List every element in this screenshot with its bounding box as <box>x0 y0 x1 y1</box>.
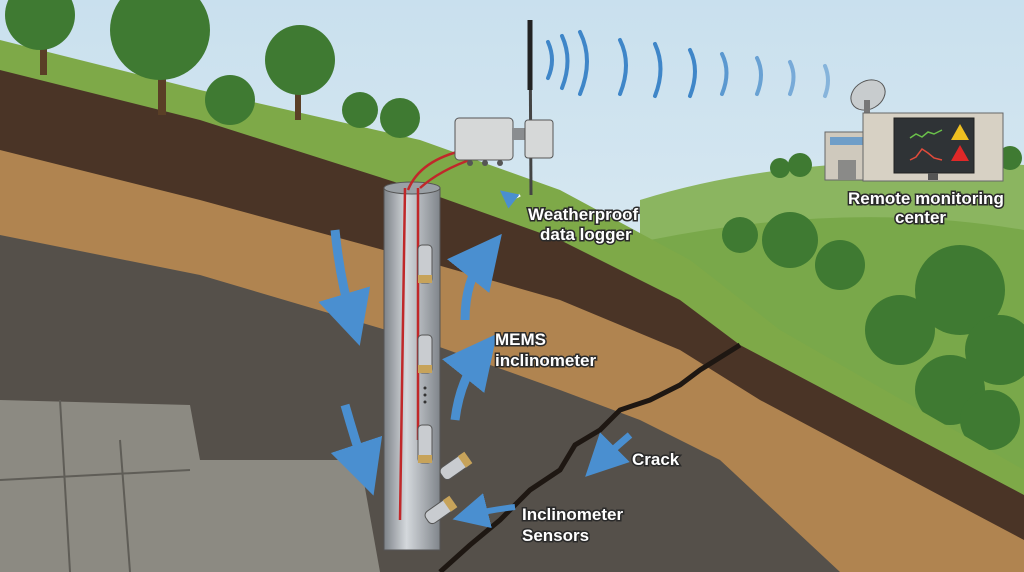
wireless-signal-icon <box>546 30 830 98</box>
trees-right <box>722 146 1024 450</box>
label-crack: Crack <box>632 450 680 469</box>
bedrock <box>0 400 380 572</box>
monitoring-center <box>824 79 1004 182</box>
trees-left <box>5 0 420 138</box>
movement-arrows <box>318 190 633 529</box>
mems-sensor <box>417 244 473 525</box>
cable <box>398 148 476 521</box>
data-logger <box>454 19 554 196</box>
